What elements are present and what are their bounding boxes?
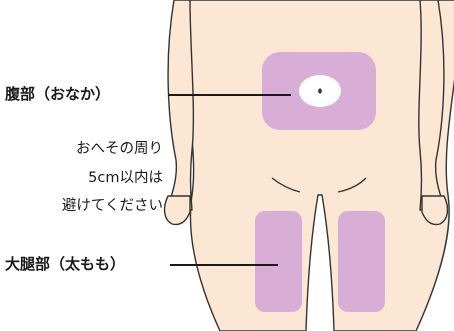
right-thigh-injection-zone: [338, 211, 385, 312]
left-hand: [165, 196, 190, 225]
navel: [318, 88, 322, 93]
body-silhouette: [176, 0, 454, 331]
left-thigh-injection-zone: [255, 211, 302, 312]
abdomen-label: 腹部（おなか）: [5, 87, 110, 102]
left-arm: [166, 0, 193, 210]
navel-note-line-2: 5cm以内は: [88, 171, 163, 186]
navel-note-line-1: おへその周り: [76, 142, 163, 157]
thigh-label: 大腿部（太もも）: [5, 257, 125, 272]
navel-note-line-3: 避けてください: [62, 199, 163, 214]
